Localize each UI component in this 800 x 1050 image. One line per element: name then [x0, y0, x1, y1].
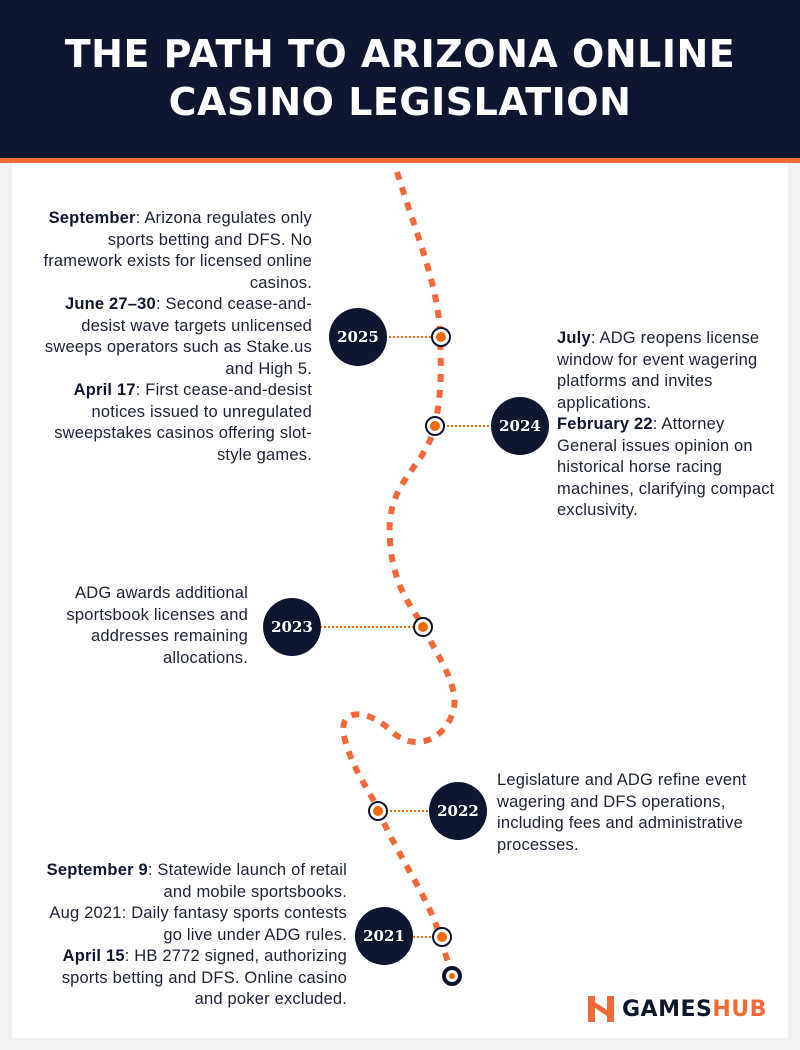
year-badge-2023: 2023 [263, 598, 321, 656]
connectors [320, 336, 492, 938]
gameshub-logo: GAMESHUB [588, 996, 767, 1022]
event-2025-april: April 17: First cease-and-desist notices… [54, 381, 312, 464]
year-badge-2025: 2025 [329, 308, 387, 366]
end-marker [442, 966, 462, 986]
marker-2022 [368, 801, 388, 821]
gameshub-logo-icon [588, 996, 614, 1022]
event-2021-april: April 15: HB 2772 signed, authorizing sp… [61, 947, 347, 1008]
event-2021-august: Aug 2021: Daily fantasy sports contests … [49, 904, 347, 944]
dashed-road [340, 171, 458, 976]
year-badge-2024: 2024 [491, 397, 549, 455]
event-2024-february: February 22: Attorney General issues opi… [557, 415, 775, 519]
title-line-1: THE PATH TO ARIZONA ONLINE [64, 32, 736, 76]
event-2025-june: June 27–30: Second cease-and-desist wave… [44, 295, 312, 378]
marker-2024 [425, 416, 445, 436]
title-line-2: CASINO LEGISLATION [168, 80, 632, 124]
event-2025-september: September: Arizona regulates only sports… [43, 209, 312, 292]
events-2022: Legislature and ADG refine event wagerin… [497, 771, 747, 854]
marker-2023 [413, 617, 433, 637]
event-2021-september: September 9: Statewide launch of retail … [46, 861, 347, 901]
events-2021: September 9: Statewide launch of retail … [40, 860, 347, 1011]
marker-2021 [432, 927, 452, 947]
marker-2025 [431, 327, 451, 347]
logo-text-hub: HUB [712, 996, 767, 1022]
logo-text-games: GAMES [622, 996, 713, 1022]
page-title: THE PATH TO ARIZONA ONLINE CASINO LEGISL… [0, 30, 800, 126]
year-badge-2022: 2022 [429, 782, 487, 840]
events-2025: September: Arizona regulates only sports… [30, 208, 312, 466]
events-2023: ADG awards additional sportsbook license… [66, 584, 248, 667]
year-badge-2021: 2021 [355, 907, 413, 965]
header: THE PATH TO ARIZONA ONLINE CASINO LEGISL… [0, 0, 800, 163]
timeline-markers [368, 327, 462, 986]
event-2024-july: July: ADG reopens license window for eve… [557, 329, 760, 412]
events-2024: July: ADG reopens license window for eve… [557, 328, 787, 522]
